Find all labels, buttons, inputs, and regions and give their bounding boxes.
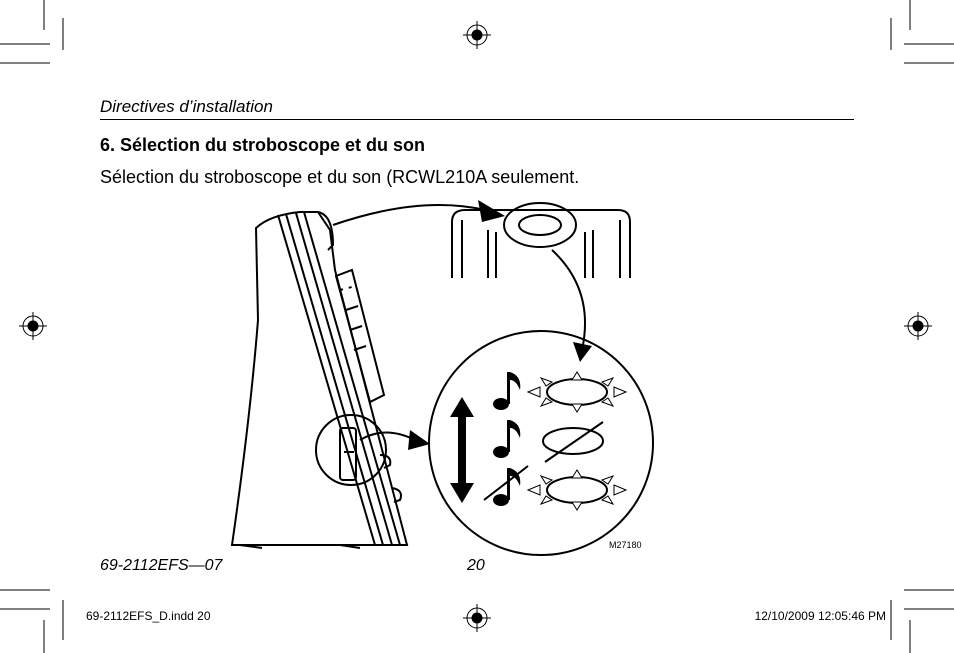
registration-mark-bottom: [463, 604, 491, 632]
registration-mark-left: [19, 312, 47, 340]
slug-filename: 69-2112EFS_D.indd 20: [86, 609, 211, 623]
section-heading: 6. Sélection du stroboscope et du son: [100, 135, 426, 155]
arrow-to-top: [332, 204, 486, 226]
device-side-view: [230, 211, 409, 549]
detail-circle: [428, 330, 654, 556]
figure-code: M27180: [609, 540, 642, 550]
registration-mark-top: [463, 21, 491, 49]
device-top-view: [451, 202, 631, 278]
arrow-to-detail: [551, 249, 586, 351]
footer-page-number: 20: [467, 557, 485, 574]
registration-mark-right: [904, 312, 932, 340]
slug-datetime: 12/10/2009 12:05:46 PM: [754, 609, 886, 623]
running-header: Directives d’installation: [100, 97, 273, 116]
body-paragraph: Sélection du stroboscope et du son (RCWL…: [100, 167, 580, 187]
footer-doc-number: 69-2112EFS—07: [100, 557, 223, 574]
header-rule: [100, 119, 854, 120]
